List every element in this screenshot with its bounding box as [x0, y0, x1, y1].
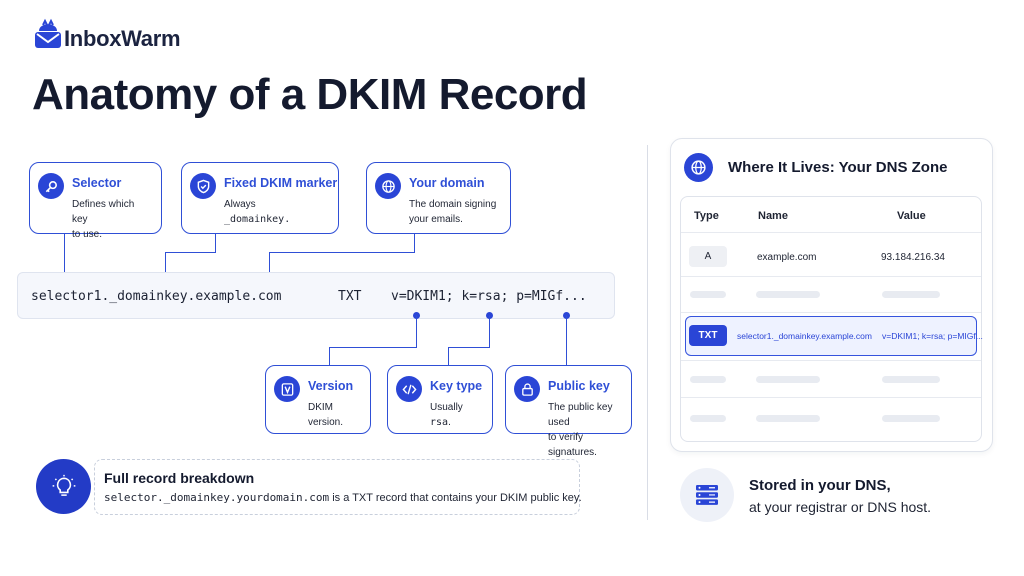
callout-version: Version DKIM version.: [265, 365, 371, 434]
dns-records-table: [680, 196, 982, 442]
callout-title: Selector: [72, 176, 122, 190]
record-value-cell: 93.184.216.34: [881, 252, 945, 263]
row-divider: [681, 276, 981, 277]
record-name-cell: selector1._domainkey.example.com: [737, 331, 872, 341]
placeholder-bar: [690, 415, 726, 422]
server-icon: [680, 468, 734, 522]
placeholder-bar: [756, 415, 820, 422]
column-header-name: Name: [758, 210, 788, 222]
globe-icon: [684, 153, 713, 182]
inboxwarm-logo-icon: [35, 18, 61, 48]
row-divider: [681, 397, 981, 398]
stored-subtitle: at your registrar or DNS host.: [749, 499, 932, 515]
callout-desc: Always_domainkey.: [224, 199, 291, 225]
record-name: selector1._domainkey.example.com: [31, 289, 282, 304]
dns-zone-title: Where It Lives: Your DNS Zone: [728, 159, 948, 176]
connector-line: [215, 234, 217, 253]
placeholder-bar: [882, 376, 940, 383]
record-value-cell: v=DKIM1; k=rsa; p=MIGf...: [882, 331, 983, 341]
breakdown-box: [94, 459, 580, 515]
globe-icon: [375, 173, 401, 199]
breakdown-title: Full record breakdown: [104, 470, 255, 486]
record-type: TXT: [338, 289, 362, 304]
placeholder-bar: [756, 376, 820, 383]
breakdown-desc: selector._domainkey.yourdomain.com is a …: [104, 491, 582, 504]
column-header-type: Type: [694, 210, 719, 222]
connector-line: [269, 252, 415, 254]
lock-icon: [514, 376, 540, 402]
placeholder-bar: [882, 415, 940, 422]
row-divider: [681, 232, 981, 233]
callout-title: Version: [308, 379, 354, 393]
row-divider: [681, 360, 981, 361]
key-icon: [38, 173, 64, 199]
row-divider: [681, 312, 981, 313]
dkim-record-bar: [17, 272, 615, 319]
callout-title: Fixed DKIM marker: [224, 176, 338, 190]
page-title: Anatomy of a DKIM Record: [32, 70, 588, 119]
connector-line: [269, 252, 271, 276]
connector-line: [64, 234, 66, 276]
callout-title: Public key: [548, 379, 610, 393]
callout-desc: Usually rsa.: [430, 402, 463, 428]
placeholder-bar: [756, 291, 820, 298]
brand-name: InboxWarm: [64, 26, 181, 51]
column-header-value: Value: [897, 210, 926, 222]
placeholder-bar: [690, 376, 726, 383]
record-type-pill: TXT: [689, 325, 727, 346]
lightbulb-icon: [36, 459, 91, 514]
record-type-pill: A: [689, 246, 727, 267]
callout-fixed-dkim-marker: Fixed DKIM marker Always_domainkey.: [181, 162, 339, 234]
connector-line: [165, 252, 216, 254]
connector-line: [414, 234, 416, 253]
shield-check-icon: [190, 173, 216, 199]
connector-line: [448, 347, 450, 367]
callout-title: Your domain: [409, 176, 485, 190]
connector-line: [329, 347, 417, 349]
callout-desc: DKIM version.: [308, 402, 344, 428]
version-v-icon: [274, 376, 300, 402]
callout-title: Key type: [430, 379, 483, 393]
callout-key-type: Key type Usually rsa.: [387, 365, 493, 434]
connector-line: [489, 315, 491, 348]
placeholder-bar: [690, 291, 726, 298]
connector-line: [416, 315, 418, 348]
code-icon: [396, 376, 422, 402]
connector-line: [448, 347, 490, 349]
record-name-cell: example.com: [757, 252, 817, 263]
connector-line: [165, 252, 167, 276]
placeholder-bar: [882, 291, 940, 298]
connector-line: [566, 315, 568, 367]
section-divider: [647, 145, 648, 520]
record-value: v=DKIM1; k=rsa; p=MIGf...: [391, 289, 587, 304]
connector-line: [329, 347, 331, 367]
highlighted-txt-row: [685, 316, 977, 356]
stored-title: Stored in your DNS,: [749, 477, 891, 494]
